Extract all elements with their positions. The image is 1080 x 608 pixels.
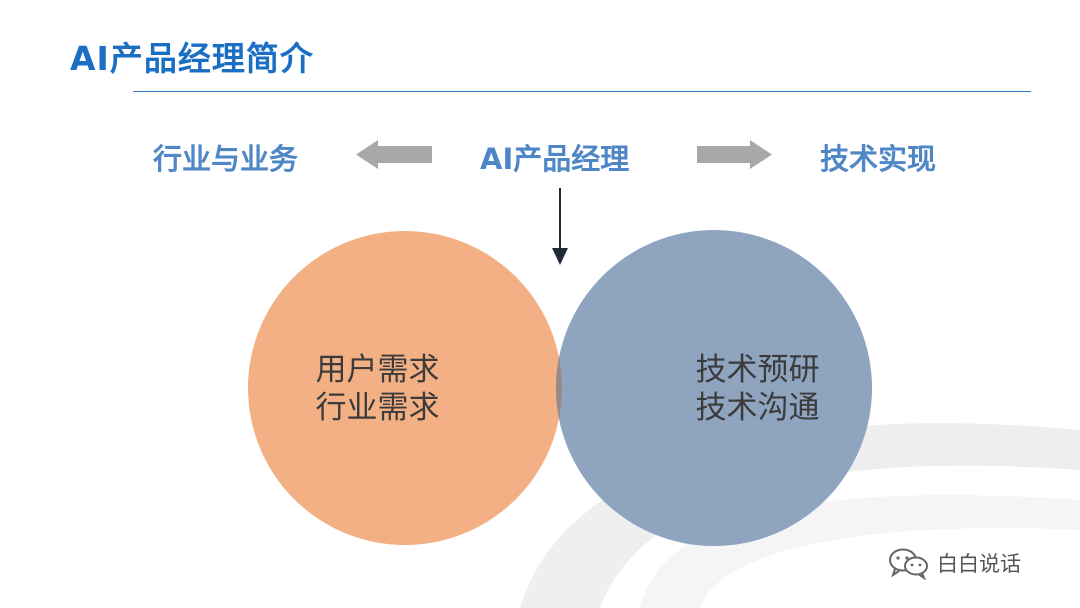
wechat-icon xyxy=(889,548,928,580)
page-title: AI产品经理简介 xyxy=(70,39,314,78)
title-divider xyxy=(133,91,1031,92)
right-circle-text: 技术预研 技术沟通 xyxy=(685,351,830,427)
role-label-ai-pm: AI产品经理 xyxy=(480,142,630,176)
role-label-tech: 技术实现 xyxy=(820,142,937,176)
arrow-left-icon xyxy=(356,140,432,169)
right-circle xyxy=(556,230,872,546)
role-label-industry: 行业与业务 xyxy=(153,142,299,176)
arrow-down-icon xyxy=(552,188,568,265)
left-circle-text: 用户需求 行业需求 xyxy=(305,351,450,427)
watermark: 白白说话 xyxy=(887,546,1021,580)
right-circle-line: 技术沟通 xyxy=(695,390,820,426)
left-circle-line: 用户需求 xyxy=(315,352,440,388)
right-circle-line: 技术预研 xyxy=(695,352,820,388)
left-circle xyxy=(248,231,562,545)
arrow-right-icon xyxy=(697,140,772,169)
watermark-text: 白白说话 xyxy=(937,552,1021,576)
left-circle-line: 行业需求 xyxy=(315,390,440,426)
